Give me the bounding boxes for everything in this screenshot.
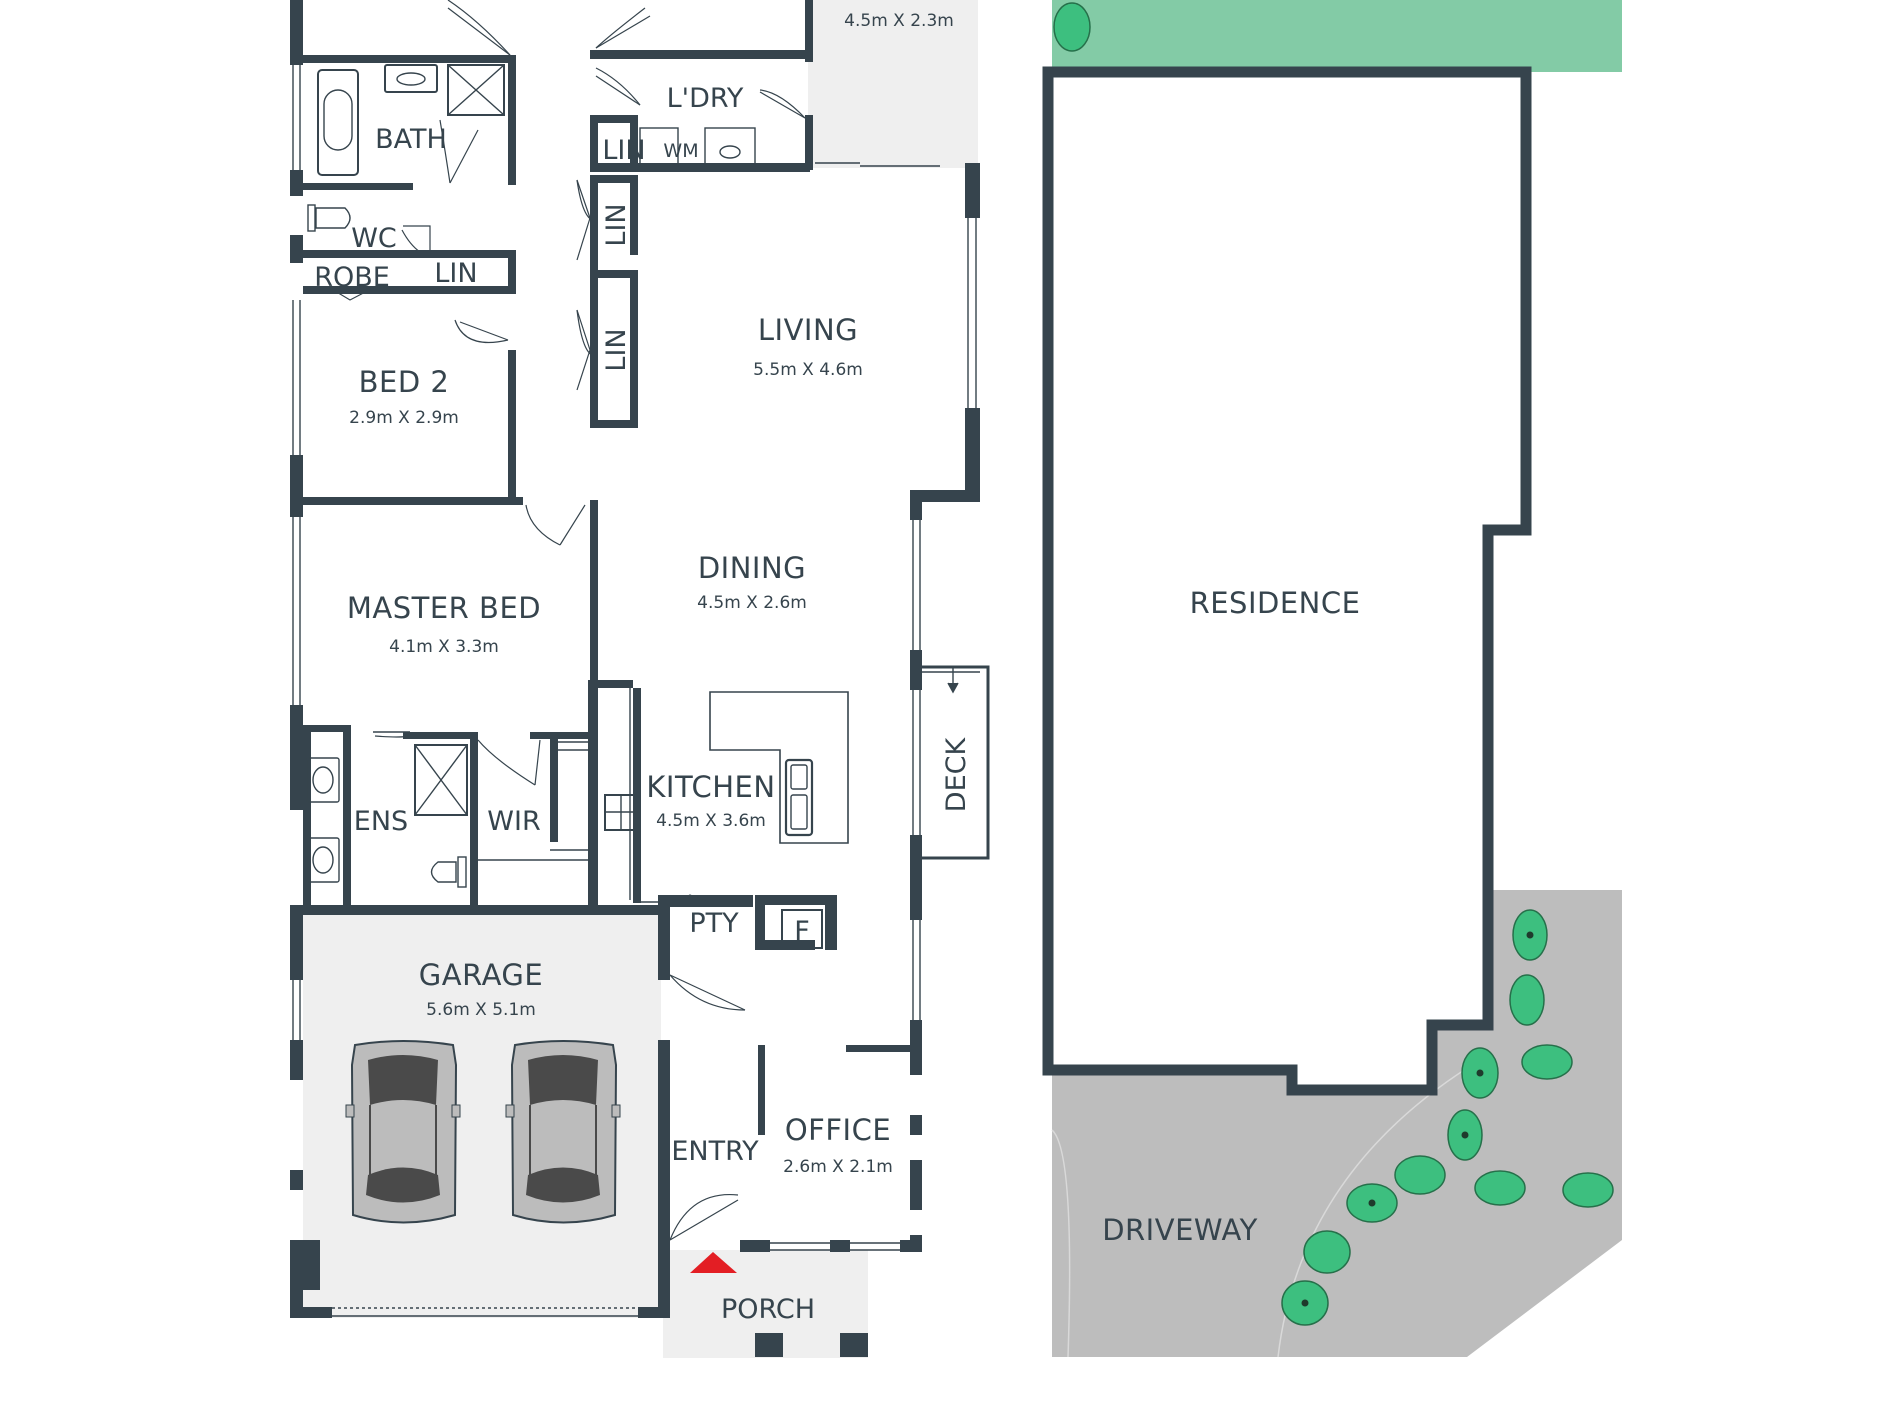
car-right [505,1040,621,1224]
kitchen-label: KITCHEN [646,770,775,804]
residence-label: RESIDENCE [1190,586,1361,620]
garage-label: GARAGE [419,958,543,992]
house-walls [290,0,980,1357]
garden-strip [1052,0,1622,72]
washing-machine-label: WM [663,140,698,162]
entry-marker-icon [690,1252,737,1273]
linen-bed2-label: LIN [434,258,477,289]
garden-shrubs [1053,2,1614,1326]
living-label: LIVING [758,313,858,347]
driveway-label: DRIVEWAY [1102,1213,1258,1247]
fridge-label: F [794,916,810,947]
living-dims: 5.5m X 4.6m [753,360,863,380]
master-bed-dims: 4.1m X 3.3m [389,637,499,657]
kitchen-dims: 4.5m X 3.6m [656,811,766,831]
patio-dims: 4.5m X 2.3m [844,11,954,31]
dining-dims: 4.5m X 2.6m [697,593,807,613]
bed2-dims: 2.9m X 2.9m [349,408,459,428]
pantry-label: PTY [689,908,739,939]
residence-building [1042,66,1532,1096]
linen-hall-2-label: LIN [601,328,632,371]
shrub-centers [1301,931,1534,1307]
linen-hall-1-label: LIN [601,203,632,246]
bed2-label: BED 2 [359,365,450,399]
bath-label: BATH [375,124,447,155]
entry-label: ENTRY [671,1136,759,1167]
ensuite-label: ENS [354,806,408,837]
driveway-edge-line [1051,1129,1071,1358]
garage-dims: 5.6m X 5.1m [426,1000,536,1020]
deck-label: DECK [941,737,972,813]
wc-label: WC [351,223,397,254]
porch-label: PORCH [721,1294,815,1325]
master-bed-label: MASTER BED [347,591,541,625]
dining-label: DINING [698,551,806,585]
linen-laundry-label: LIN [602,135,645,166]
wir-label: WIR [487,806,540,837]
office-label: OFFICE [785,1113,891,1147]
office-dims: 2.6m X 2.1m [783,1157,893,1177]
partitions [292,64,990,1317]
laundry-label: L'DRY [667,83,744,114]
robe-label: ROBE [314,262,390,293]
car-left [345,1040,461,1224]
patio-area [808,0,978,168]
door-swings [329,0,806,1241]
